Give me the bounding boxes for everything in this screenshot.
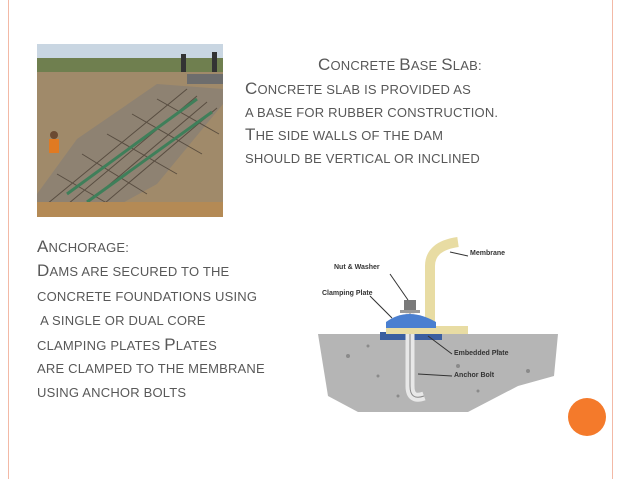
slab-title: Concrete Base Slab: (318, 55, 482, 74)
label-embedded-plate: Embedded Plate (454, 350, 509, 357)
accent-circle (568, 398, 606, 436)
anchorage-line-5: are clamped to the membrane (37, 361, 265, 376)
label-anchor-bolt: Anchor Bolt (454, 372, 495, 379)
slide-border-right (612, 0, 613, 479)
construction-photo (37, 44, 223, 217)
anchorage-line-1: Dams are secured to the (37, 261, 230, 280)
slab-line-4: should be vertical or inclined (245, 151, 480, 166)
slab-line-1: Concrete slab is provided as (245, 79, 471, 98)
slab-line-2: a base for rubber construction. (245, 105, 499, 120)
anchorage-line-6: using anchor bolts (37, 385, 187, 400)
anchorage-title: Anchorage: (37, 237, 130, 256)
slide-border-left (8, 0, 9, 479)
label-clamping-plate: Clamping Plate (322, 290, 373, 297)
anchorage-line-3: a single or dual core (37, 313, 206, 328)
label-membrane: Membrane (470, 250, 506, 257)
anchorage-diagram: Membrane Nut & Washer Clamping Plate Emb… (318, 236, 558, 412)
label-nut-washer: Nut & Washer (334, 264, 380, 271)
anchorage-line-2: concrete foundations using (37, 289, 258, 304)
anchorage-line-4: clamping plates Plates (37, 335, 217, 354)
slab-line-3: The side walls of the dam (245, 125, 444, 144)
